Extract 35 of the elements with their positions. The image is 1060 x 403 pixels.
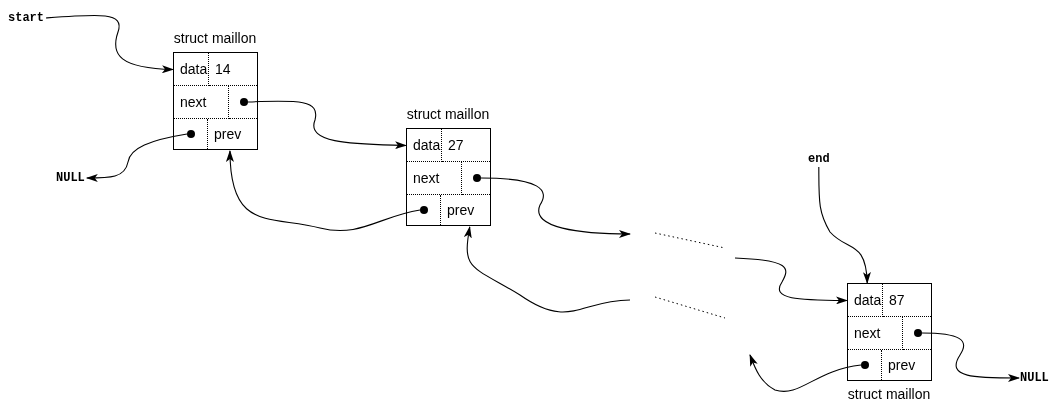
field-label: data — [174, 53, 209, 86]
arrow — [480, 177, 631, 238]
pointer-dot — [473, 174, 481, 182]
arrow — [749, 354, 862, 392]
field-value: 27 — [442, 129, 490, 162]
field-label: next — [174, 86, 229, 119]
pointer-name: NULL — [1020, 371, 1049, 385]
pointer-name: NULL — [56, 171, 85, 185]
pointer-dot — [420, 206, 428, 214]
field-label: prev — [208, 119, 257, 149]
pointer-name: end — [808, 152, 830, 166]
arrow — [45, 14, 174, 73]
arrow — [818, 166, 871, 284]
field-label: next — [848, 317, 903, 350]
field-label: data — [407, 129, 442, 162]
pointer-dot — [187, 130, 195, 138]
struct-caption: struct maillon — [846, 386, 932, 402]
field-label: prev — [441, 195, 490, 225]
field-value: 87 — [883, 284, 931, 317]
struct-caption: struct maillon — [405, 106, 491, 122]
arrow — [921, 332, 1020, 382]
pointer-dot — [861, 361, 869, 369]
arrow — [734, 257, 848, 305]
pointer-dot — [914, 329, 922, 337]
field-label: prev — [882, 350, 931, 380]
field-label: next — [407, 162, 462, 195]
pointer-dot — [240, 98, 248, 106]
field-label: data — [848, 284, 883, 317]
pointer-name: start — [8, 11, 44, 25]
field-value: 14 — [209, 53, 257, 86]
arrow — [247, 100, 407, 150]
arrow — [85, 133, 188, 182]
struct-caption: struct maillon — [172, 30, 258, 46]
arrow — [226, 150, 421, 232]
arrow — [464, 226, 631, 313]
